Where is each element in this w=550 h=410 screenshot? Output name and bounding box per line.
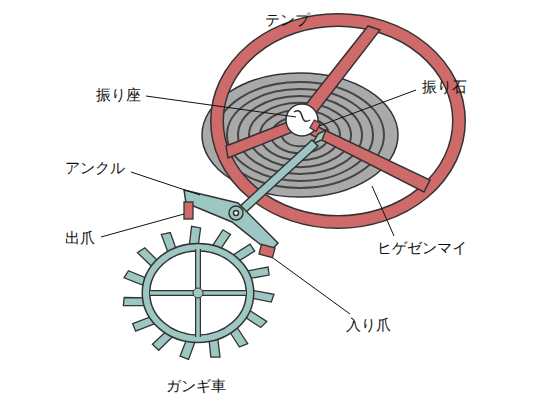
escape-hub [193, 288, 203, 298]
part-label: ガンギ車 [166, 377, 226, 395]
escape-rim-outline [146, 247, 250, 339]
part-label: ヒゲゼンマイ [377, 239, 467, 257]
hairspring-coil [227, 89, 373, 181]
balance-wheel [217, 20, 459, 222]
part-label: 振り座 [96, 86, 141, 104]
escape-wheel [123, 226, 274, 359]
part-label: テンプ [265, 11, 310, 29]
escape-rim [146, 247, 250, 339]
part-label: 入り爪 [346, 316, 391, 334]
part-label: 振り石 [422, 78, 467, 96]
roller-table [286, 104, 320, 136]
leader-lines [101, 90, 416, 314]
part-label: 出爪 [65, 229, 95, 247]
pallet-fork [184, 130, 326, 252]
part-label: アンクル [65, 159, 125, 177]
